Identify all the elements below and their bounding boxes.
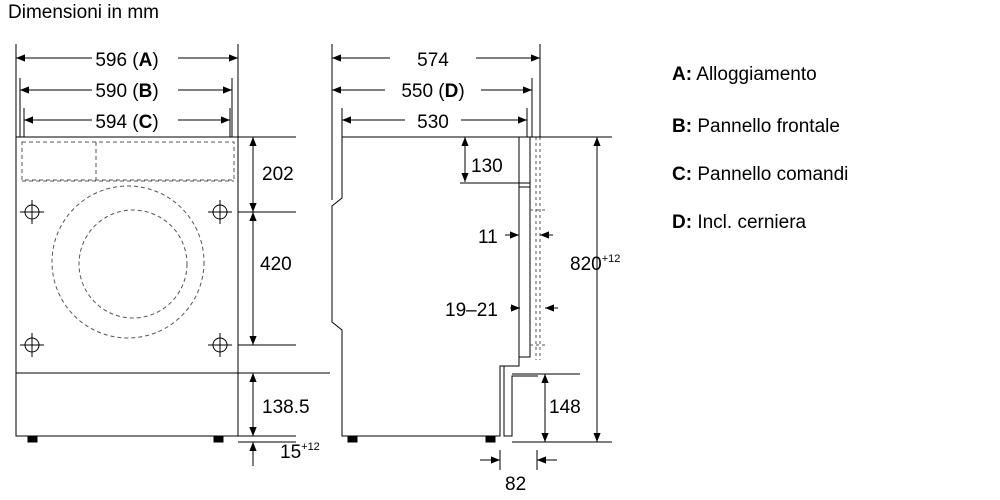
legend-item-b: B: Pannello frontale — [672, 116, 840, 137]
dim-820: 820+12 — [570, 253, 620, 275]
page-title: Dimensioni in mm — [8, 2, 159, 23]
front-view — [15, 44, 330, 466]
legend-item-a: A: Alloggiamento — [672, 64, 817, 85]
dim-138-5: 138.5 — [262, 397, 310, 418]
dim-15-foot: 15+12 — [280, 441, 320, 463]
appliance-front-outline — [15, 136, 239, 437]
dim-202: 202 — [262, 164, 294, 185]
dim-148: 148 — [549, 397, 581, 418]
dim-82: 82 — [505, 474, 526, 495]
dim-130: 130 — [471, 156, 503, 177]
dim-594-c: 594 (C) — [95, 112, 158, 133]
dim-420: 420 — [260, 254, 292, 275]
door-inner-circle — [78, 209, 188, 319]
dim-574: 574 — [417, 50, 449, 71]
legend-item-d: D: Incl. cerniera — [672, 212, 807, 233]
dim-550-d: 550 (D) — [401, 81, 464, 102]
appliance-side-outline — [331, 136, 520, 437]
dim-596-a: 596 (A) — [95, 50, 158, 71]
dim-11: 11 — [478, 227, 498, 248]
dim-530: 530 — [417, 112, 449, 133]
mount-holes — [20, 200, 232, 357]
legend-item-c: C: Pannello comandi — [672, 164, 849, 185]
dim-19-21: 19–21 — [445, 300, 498, 321]
dim-590-b: 590 (B) — [95, 81, 158, 102]
door-outer-circle — [51, 185, 205, 339]
